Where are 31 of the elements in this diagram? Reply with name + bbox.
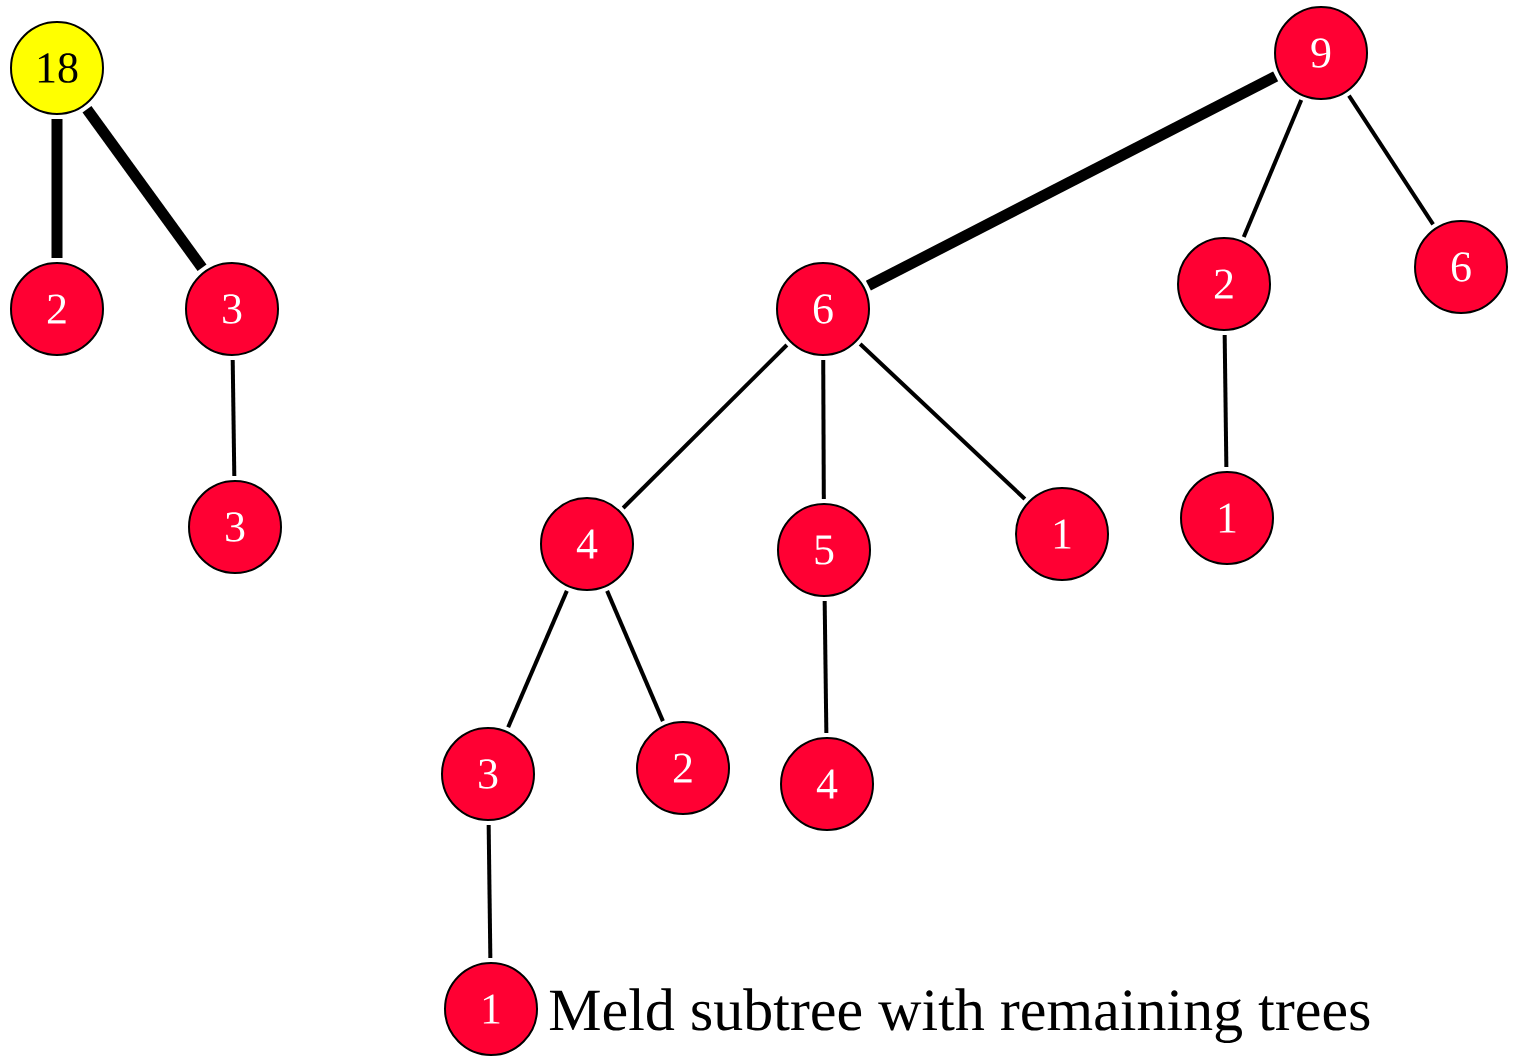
tree-edge [486, 824, 493, 959]
tree-node: 3 [185, 262, 279, 356]
tree-edge [506, 590, 569, 728]
tree-node: 1 [1015, 487, 1109, 581]
tree-edge [821, 360, 826, 499]
tree-node: 6 [1414, 220, 1508, 314]
tree-node: 6 [776, 262, 870, 356]
tree-node: 5 [777, 503, 871, 597]
tree-node: 4 [780, 737, 874, 831]
tree-node: 3 [188, 480, 282, 574]
tree-node: 4 [540, 497, 634, 591]
tree-node: 2 [636, 721, 730, 815]
tree-node: 1 [1180, 471, 1274, 565]
tree-edge [865, 71, 1279, 291]
tree-node: 9 [1274, 6, 1368, 100]
tree-node: 2 [1177, 237, 1271, 331]
tree-edge [230, 359, 237, 477]
tree-edge [1347, 94, 1435, 226]
tree-edge [621, 343, 789, 510]
tree-edge [858, 342, 1027, 501]
tree-node: 3 [441, 727, 535, 821]
tree-node: 18 [10, 21, 104, 115]
tree-node: 1 [444, 962, 538, 1056]
tree-edge [1222, 334, 1229, 468]
caption-text: Meld subtree with remaining trees [549, 988, 1370, 1043]
tree-node: 2 [10, 262, 104, 356]
tree-edge [1241, 99, 1304, 238]
tree-edge [822, 600, 829, 734]
tree-edge [605, 590, 665, 722]
tree-edge [82, 106, 207, 271]
tree-edge [51, 119, 63, 258]
